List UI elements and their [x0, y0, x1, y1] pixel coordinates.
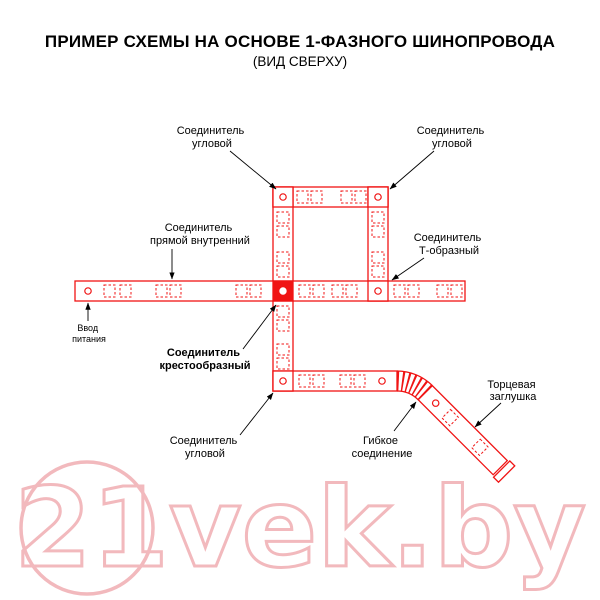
flexible-ribs	[396, 371, 433, 401]
label-end-cap: Торцевая заглушка	[487, 379, 538, 403]
label-line: соединение	[352, 448, 413, 460]
label-corner-bottom-left: Соединитель угловой	[170, 435, 241, 460]
connector-dash	[276, 251, 290, 264]
label-line: Гибкое	[363, 435, 398, 447]
label-straight-internal: Соединитель прямой внутренний	[150, 222, 250, 247]
label-line: Соединитель	[170, 435, 238, 447]
connector-dash	[345, 284, 358, 298]
connector-dash	[298, 374, 311, 388]
connector-dash	[353, 374, 366, 388]
connector-dash	[119, 284, 132, 298]
connector-dash	[340, 190, 353, 204]
connector-dash	[276, 211, 290, 224]
connector-dash	[169, 284, 182, 298]
corner-node-top-right	[374, 193, 382, 201]
track-main-horizontal	[74, 280, 466, 302]
connector-dash	[276, 343, 290, 356]
connector-dash	[103, 284, 116, 298]
corner-node-bottom-left	[279, 377, 287, 385]
arrow-corner-bottom-left	[239, 392, 274, 436]
connector-dash	[298, 284, 311, 298]
label-line: крестообразный	[159, 360, 250, 372]
arrow-corner-top-right	[389, 150, 435, 190]
flexible-inner-edge	[396, 390, 419, 401]
connector-dash	[276, 357, 290, 370]
connector-dash	[276, 319, 290, 332]
callout-arrows	[85, 150, 502, 436]
bottom-bar-node	[378, 377, 386, 385]
connector-dash	[276, 225, 290, 238]
label-flexible: Гибкое соединение	[352, 435, 413, 460]
watermark-text: 21vek.by	[14, 464, 586, 592]
connector-dash	[312, 374, 325, 388]
label-line: Соединитель	[167, 347, 240, 359]
label-line: угловой	[432, 138, 472, 150]
connector-dash	[155, 284, 168, 298]
track-diagonal-group	[417, 384, 516, 484]
connector-dash	[393, 284, 406, 298]
connector-dash	[331, 284, 344, 298]
label-line: Соединитель	[414, 232, 482, 244]
arrow-flexible	[393, 401, 417, 432]
diagonal-connector-dash	[471, 438, 489, 457]
diagram-subtitle: (ВИД СВЕРХУ)	[252, 54, 348, 69]
track-layout	[74, 186, 516, 484]
arrow-t-shaped	[391, 257, 425, 281]
label-corner-top-left: Соединитель угловой	[177, 125, 248, 150]
cross-node	[279, 287, 287, 295]
connector-dash	[249, 284, 262, 298]
label-cross-shaped: Соединитель крестообразный	[159, 347, 250, 372]
end-cap	[492, 460, 516, 484]
power-input-node	[84, 287, 92, 295]
connector-dash	[276, 265, 290, 278]
connector-dash	[371, 211, 385, 224]
connector-dash	[450, 284, 463, 298]
connector-dash	[235, 284, 248, 298]
arrow-corner-top-left	[229, 150, 277, 190]
diagram-title: ПРИМЕР СХЕМЫ НА ОСНОВЕ 1-ФАЗНОГО ШИНОПРО…	[44, 32, 556, 51]
t-node	[374, 287, 382, 295]
connector-dash	[436, 284, 449, 298]
label-line: угловой	[192, 138, 232, 150]
label-line: Т-образный	[419, 245, 479, 257]
connector-dash	[407, 284, 420, 298]
diagonal-node	[431, 399, 440, 407]
watermark: 21vek.by	[13, 460, 588, 596]
connector-dash	[296, 190, 309, 204]
connector-dash	[339, 374, 352, 388]
label-line: Соединитель	[165, 222, 233, 234]
connector-dash	[276, 305, 290, 318]
label-t-shaped: Соединитель Т-образный	[414, 232, 485, 257]
arrow-cross-shaped	[242, 304, 277, 350]
diagonal-connector-dash	[441, 408, 460, 427]
callout-labels: Соединитель угловой Соединитель угловой …	[72, 125, 538, 460]
connector-dash	[371, 225, 385, 238]
flexible-outer-edge	[396, 370, 433, 387]
label-line: Соединитель	[177, 125, 245, 137]
flexible-bend	[396, 370, 433, 401]
label-corner-top-right: Соединитель угловой	[417, 125, 488, 150]
connector-dash	[312, 284, 325, 298]
track-diagonal	[417, 384, 509, 476]
label-line: Торцевая	[487, 379, 535, 391]
label-power-input: Ввод питания	[72, 323, 106, 344]
label-line: угловой	[185, 448, 225, 460]
connector-dash	[354, 190, 367, 204]
label-line: Ввод	[77, 323, 98, 333]
label-line: заглушка	[490, 391, 538, 403]
corner-node-top-left	[279, 193, 287, 201]
label-line: прямой внутренний	[150, 235, 250, 247]
arrow-end-cap	[474, 402, 502, 428]
connector-dash	[371, 251, 385, 264]
connector-dash	[371, 265, 385, 278]
label-line: Соединитель	[417, 125, 485, 137]
watermark-circle	[19, 460, 155, 596]
label-line: питания	[72, 334, 106, 344]
connector-dash	[310, 190, 323, 204]
